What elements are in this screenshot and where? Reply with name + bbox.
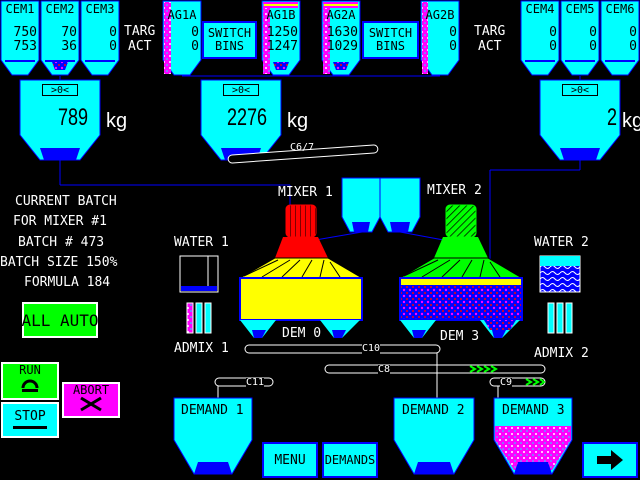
demand-2-label: DEMAND 2 xyxy=(402,403,465,418)
abort-button-label: ABORT xyxy=(72,383,110,397)
bin-targ: 1250 xyxy=(266,25,298,40)
aggregate-bins xyxy=(162,0,460,76)
bin-targ: 0 xyxy=(589,25,597,40)
bin-name: AG2B xyxy=(425,8,455,22)
arrow-right-icon xyxy=(597,450,623,470)
all-auto-button[interactable]: ALL AUTO xyxy=(21,302,99,338)
cement-bins-left xyxy=(0,0,120,76)
abort-x-icon xyxy=(80,396,102,412)
menu-button[interactable]: MENU xyxy=(262,442,318,478)
bin-targ: 1630 xyxy=(326,25,358,40)
admix-2-label: ADMIX 2 xyxy=(534,346,589,361)
bin-act: 1029 xyxy=(326,39,358,54)
bin-act: 0 xyxy=(449,39,457,54)
mixer-2-label: MIXER 2 xyxy=(427,183,482,198)
scale-3-unit: kg xyxy=(622,110,640,132)
bin-act: 0 xyxy=(589,39,597,54)
dem-3-label: DEM 3 xyxy=(440,329,480,344)
water-2-label: WATER 2 xyxy=(534,235,589,250)
demands-button[interactable]: DEMANDS xyxy=(322,442,378,478)
batch-info-line2: FOR MIXER #1 xyxy=(13,214,107,229)
mixer-1-label: MIXER 1 xyxy=(278,185,333,200)
bin-targ: 750 xyxy=(13,25,37,40)
batch-info-line4: BATCH SIZE 150% xyxy=(0,255,118,270)
bin-targ: 0 xyxy=(191,25,199,40)
bin-name: CEM4 xyxy=(525,2,555,16)
bin-act: 0 xyxy=(549,39,557,54)
scale-2-zero-button[interactable]: >0< xyxy=(223,84,259,96)
bin-act: 0 xyxy=(191,39,199,54)
bin-name: AG1B xyxy=(266,8,296,22)
conveyor-c10-label: C10 xyxy=(362,343,381,355)
bin-name: CEM1 xyxy=(5,2,35,16)
mixer-2 xyxy=(398,204,524,338)
stop-button-label: STOP xyxy=(14,409,46,424)
run-icon xyxy=(21,379,39,392)
bin-name: CEM5 xyxy=(565,2,595,16)
scale-3-weight: 2 xyxy=(606,104,617,131)
water-tanks xyxy=(179,255,581,293)
scale-2-weight: 2276 xyxy=(227,104,268,131)
admix-tanks xyxy=(186,302,573,334)
admix-1-label: ADMIX 1 xyxy=(174,341,229,356)
targ-label-right: TARG xyxy=(474,24,506,39)
next-page-button[interactable] xyxy=(582,442,638,478)
bin-act: 36 xyxy=(61,39,77,54)
switch-bins-button-2[interactable]: SWITCH BINS xyxy=(362,21,419,59)
conveyor-c8-label: C8 xyxy=(378,364,391,375)
demand-3-label: DEMAND 3 xyxy=(502,403,565,418)
scale-3-zero-button[interactable]: >0< xyxy=(562,84,598,96)
batch-info-line3: BATCH # 473 xyxy=(18,235,105,250)
stop-bar-icon xyxy=(13,426,47,429)
bin-act: 753 xyxy=(13,39,37,54)
conveyor-c67-label: C6/7 xyxy=(290,142,315,153)
bin-targ: 0 xyxy=(549,25,557,40)
act-label-left: ACT xyxy=(128,39,152,54)
conveyor-c9-label: C9 xyxy=(500,377,513,388)
batch-info-line5: FORMULA 184 xyxy=(24,275,111,290)
act-label-right: ACT xyxy=(478,39,502,54)
mixer-1 xyxy=(238,185,364,338)
scale-1-unit: kg xyxy=(106,110,128,132)
conveyor-c11-label: C11 xyxy=(246,377,265,388)
bin-act: 1247 xyxy=(266,39,298,54)
run-button[interactable]: RUN xyxy=(1,362,59,400)
bin-act: 0 xyxy=(629,39,637,54)
bin-targ: 70 xyxy=(61,25,77,40)
water-1-label: WATER 1 xyxy=(174,235,229,250)
scale-1-zero-button[interactable]: >0< xyxy=(42,84,78,96)
bin-act: 0 xyxy=(109,39,117,54)
switch-bins-button-1[interactable]: SWITCH BINS xyxy=(202,21,257,59)
cement-bins-right xyxy=(520,0,640,76)
bin-targ: 0 xyxy=(629,25,637,40)
scale-2-unit: kg xyxy=(287,110,309,132)
run-button-label: RUN xyxy=(19,363,41,377)
batch-info-line1: CURRENT BATCH xyxy=(15,194,117,209)
bin-name: AG2A xyxy=(326,8,356,22)
bin-name: AG1A xyxy=(167,8,197,22)
bin-name: CEM2 xyxy=(45,2,75,16)
bin-name: CEM6 xyxy=(605,2,635,16)
scale-1-weight: 789 xyxy=(57,104,88,131)
demand-1-label: DEMAND 1 xyxy=(181,403,244,418)
demand-hoppers xyxy=(173,397,573,475)
stop-button[interactable]: STOP xyxy=(1,402,59,438)
bin-name: CEM3 xyxy=(85,2,115,16)
bin-targ: 0 xyxy=(449,25,457,40)
dem-0-label: DEM 0 xyxy=(282,326,322,341)
transfer-hoppers xyxy=(297,177,461,244)
bin-targ: 0 xyxy=(109,25,117,40)
targ-label-left: TARG xyxy=(124,24,156,39)
abort-button[interactable]: ABORT xyxy=(62,382,120,418)
